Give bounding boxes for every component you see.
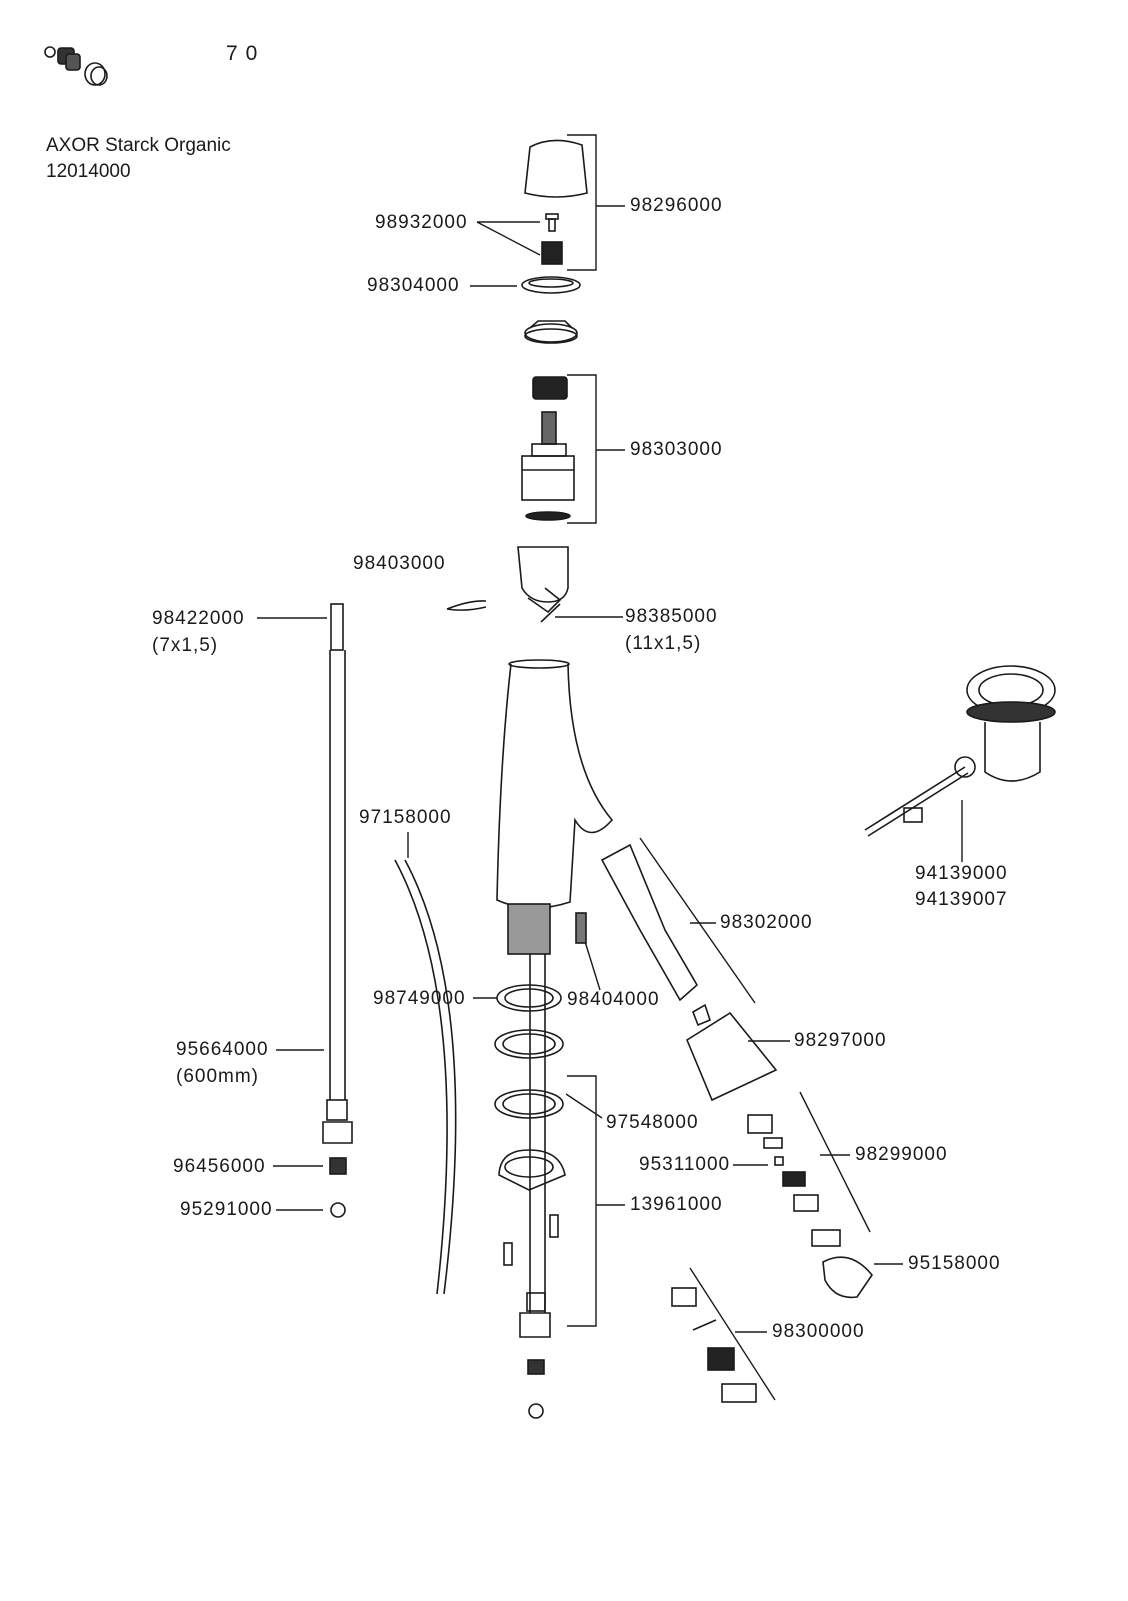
part-label-94139007: 94139007 xyxy=(915,889,1008,910)
part-label-98304000: 98304000 xyxy=(367,275,460,296)
leader-lines xyxy=(257,134,963,1401)
part-label-98303000: 98303000 xyxy=(630,439,723,460)
diverter-cartridge xyxy=(600,843,711,1027)
part-label-98300000: 98300000 xyxy=(772,1321,865,1342)
flow-limiter-parts xyxy=(671,1287,757,1403)
part-note-98422000: (7x1,5) xyxy=(152,635,219,656)
lever-body xyxy=(517,546,569,623)
mixer-body xyxy=(496,659,614,1325)
part-label-98299000: 98299000 xyxy=(855,1144,948,1165)
waste-set xyxy=(864,665,1056,837)
washers xyxy=(494,984,566,1191)
page-number: 70 xyxy=(226,42,266,65)
mounting-screws xyxy=(503,1214,559,1266)
product-name: AXOR Starck Organic xyxy=(46,135,231,156)
part-label-96456000: 96456000 xyxy=(173,1156,266,1177)
handle-cap xyxy=(524,139,588,198)
product-code: 12014000 xyxy=(46,161,131,182)
screw xyxy=(545,213,559,232)
part-note-98385000: (11x1,5) xyxy=(625,633,702,654)
bottom-connector xyxy=(519,1292,551,1419)
clip xyxy=(446,600,487,611)
part-label-95291000: 95291000 xyxy=(180,1199,273,1220)
part-label-95311000: 95311000 xyxy=(639,1154,731,1175)
nut-ring xyxy=(524,320,578,344)
part-label-98385000: 98385000 xyxy=(625,606,718,627)
part-label-13961000: 13961000 xyxy=(630,1194,723,1215)
part-label-98749000: 98749000 xyxy=(373,988,466,1009)
part-label-94139000: 94139000 xyxy=(915,863,1008,884)
cartridge xyxy=(521,376,575,521)
product-info: AXOR Starck Organic 12014000 xyxy=(46,133,231,185)
part-label-98302000: 98302000 xyxy=(720,912,813,933)
part-label-97548000: 97548000 xyxy=(606,1112,699,1133)
pop-up-rod xyxy=(394,859,457,1295)
part-label-95664000: 95664000 xyxy=(176,1039,269,1060)
cover-ring xyxy=(521,276,581,294)
part-label-97158000: 97158000 xyxy=(359,807,452,828)
aerator-parts xyxy=(747,1114,873,1299)
supply-hose xyxy=(322,603,353,1218)
part-label-98404000: 98404000 xyxy=(567,989,660,1010)
part-label-98297000: 98297000 xyxy=(794,1030,887,1051)
spring xyxy=(575,912,587,944)
part-label-95158000: 95158000 xyxy=(908,1253,1001,1274)
part-note-95664000: (600mm) xyxy=(176,1066,260,1087)
adapter xyxy=(541,241,563,265)
part-label-98422000: 98422000 xyxy=(152,608,245,629)
spout-sleeve xyxy=(686,1011,778,1102)
part-label-98296000: 98296000 xyxy=(630,195,723,216)
part-label-98932000: 98932000 xyxy=(375,212,468,233)
part-label-98403000: 98403000 xyxy=(353,553,446,574)
cartridge-parts-icon xyxy=(44,46,108,86)
